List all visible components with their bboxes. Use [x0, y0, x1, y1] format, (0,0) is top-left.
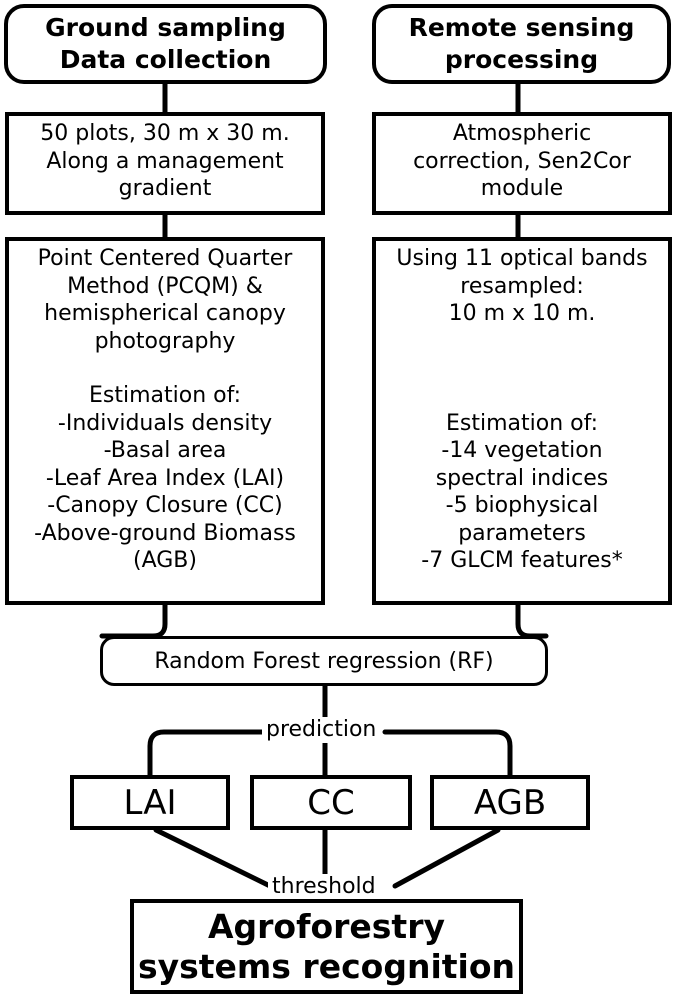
remote-estimation-line-3: spectral indices [435, 465, 609, 491]
random-forest-box: Random Forest regression (RF) [100, 636, 548, 686]
atmos-line-2: correction, Sen2Cor [413, 148, 631, 174]
output-lai-label: LAI [123, 782, 177, 823]
ground-method-line-2: Method (PCQM) & [67, 273, 263, 299]
ground-sampling-header-box: Ground sampling Data collection [4, 4, 327, 84]
output-agb-label: AGB [473, 782, 547, 823]
ground-estimation-line-1: Estimation of: [89, 383, 241, 408]
remote-method-line-3: 10 m x 10 m. [448, 301, 596, 326]
plots-line-2: Along a management [46, 148, 284, 174]
remote-method-box: Using 11 optical bands resampled: 10 m x… [372, 237, 672, 605]
remote-sensing-header-box: Remote sensing processing [372, 4, 671, 84]
final-line-1: Agroforestry [208, 906, 445, 946]
atmos-line-1: Atmospheric [452, 121, 592, 146]
remote-estimation-line-4: -5 biophysical [445, 493, 599, 518]
atmospheric-correction-box: Atmospheric correction, Sen2Cor module [372, 112, 672, 215]
ground-estimation-line-3: -Basal area [103, 438, 227, 463]
ground-estimation-line-7: (AGB) [133, 548, 197, 573]
agroforestry-recognition-box: Agroforestry systems recognition [130, 899, 523, 994]
ground-estimation-line-2: -Individuals density [57, 410, 273, 436]
remote-estimation-line-1: Estimation of: [446, 410, 598, 436]
random-forest-label: Random Forest regression (RF) [154, 648, 494, 674]
ground-method-line-4: photography [94, 328, 236, 354]
atmos-line-3: module [480, 176, 564, 201]
threshold-label: threshold [268, 874, 380, 900]
remote-method-line-2: resampled: [460, 273, 584, 299]
remote-estimation-line-6: -7 GLCM features* [421, 548, 623, 573]
output-cc-box: CC [250, 775, 412, 830]
output-lai-box: LAI [70, 775, 230, 830]
ground-estimation-line-5: -Canopy Closure (CC) [47, 493, 283, 518]
final-line-2: systems recognition [137, 946, 516, 986]
plots-line-1: 50 plots, 30 m x 30 m. [40, 121, 290, 146]
ground-method-line-1: Point Centered Quarter [37, 246, 293, 271]
remote-header-line-1: Remote sensing [408, 13, 635, 42]
ground-estimation-line-4: -Leaf Area Index (LAI) [45, 465, 285, 491]
remote-method-line-1: Using 11 optical bands [396, 246, 648, 271]
ground-method-line-3: hemispherical canopy [44, 301, 286, 326]
ground-estimation-line-6: -Above-ground Biomass [34, 520, 296, 546]
output-cc-label: CC [307, 782, 355, 823]
ground-method-box: Point Centered Quarter Method (PCQM) & h… [5, 237, 325, 605]
ground-header-line-2: Data collection [59, 45, 272, 74]
remote-estimation-line-5: parameters [458, 520, 586, 546]
remote-header-line-2: processing [444, 45, 599, 74]
prediction-label: prediction [262, 717, 381, 743]
remote-estimation-line-2: -14 vegetation [441, 438, 603, 463]
output-agb-box: AGB [430, 775, 590, 830]
plots-line-3: gradient [118, 176, 212, 201]
plots-box: 50 plots, 30 m x 30 m. Along a managemen… [5, 112, 325, 215]
ground-header-line-1: Ground sampling [45, 13, 286, 42]
